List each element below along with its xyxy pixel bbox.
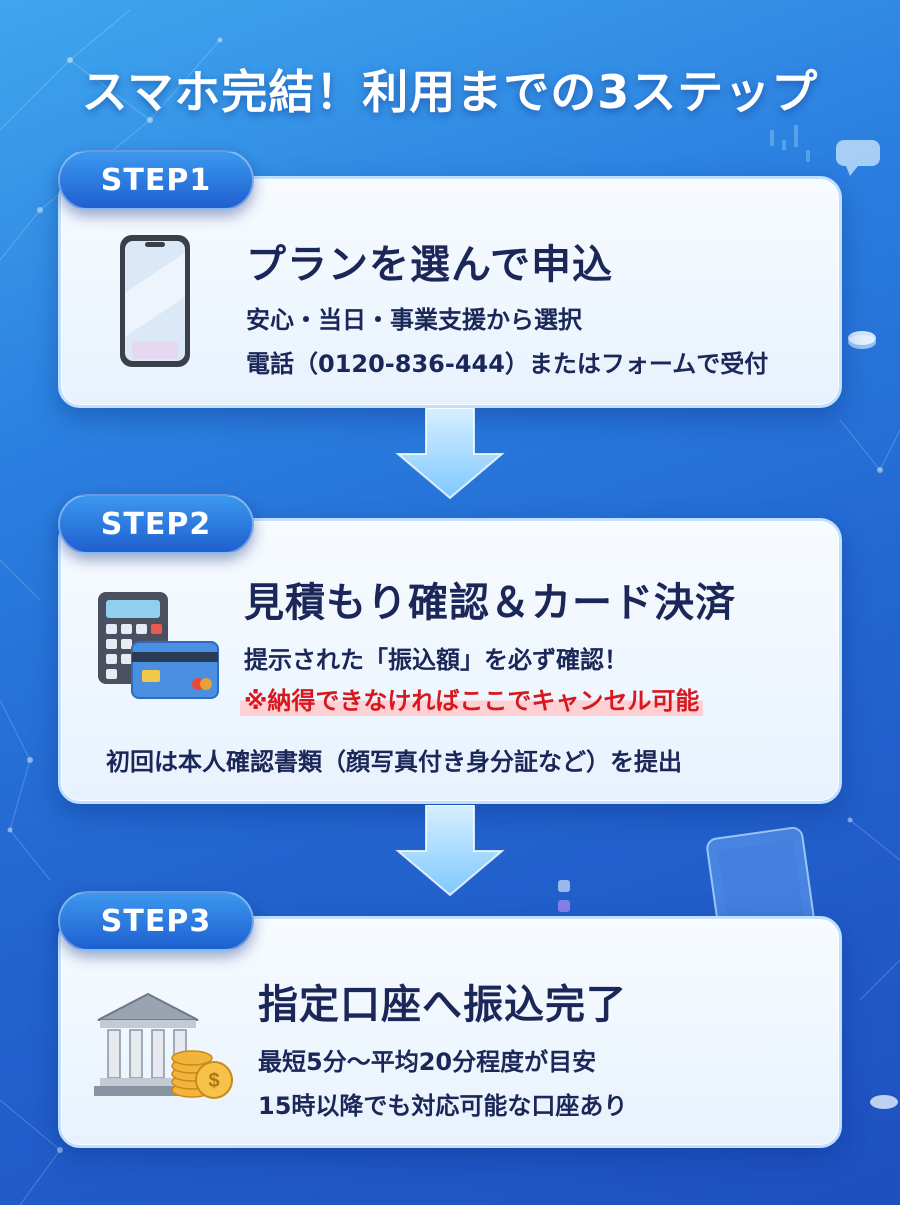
step3-heading: 指定口座へ振込完了	[258, 982, 627, 1028]
step3-card	[58, 916, 842, 1148]
page-title: スマホ完結！利用までの3ステップ	[81, 65, 819, 119]
step1-line-1: 安心・当日・事業支援から選択	[246, 306, 582, 334]
down-arrow-icon	[395, 805, 505, 897]
step2-heading: 見積もり確認＆カード決済	[244, 580, 736, 626]
step2-id-note: 初回は本人確認書類（顔写真付き身分証など）を提出	[106, 748, 682, 776]
step2-badge: STEP2	[58, 494, 254, 554]
step3-line-2: 15時以降でも対応可能な口座あり	[258, 1092, 628, 1120]
calculator-and-credit-card-icon	[98, 592, 219, 699]
step1-line-2: 電話（0120-836-444）またはフォームで受付	[246, 350, 769, 378]
step3-line-1: 最短5分〜平均20分程度が目安	[258, 1048, 597, 1076]
smartphone-icon	[120, 235, 190, 367]
step2-cancel-warning: ※納得できなければここでキャンセル可能	[240, 681, 704, 716]
step1-badge: STEP1	[58, 150, 254, 210]
step1-heading: プランを選んで申込	[246, 242, 613, 288]
step2-line-1: 提示された「振込額」を必ず確認！	[244, 646, 628, 674]
step3-badge: STEP3	[58, 891, 254, 951]
bank-with-coins-icon: $	[94, 992, 233, 1099]
svg-text:$: $	[208, 1070, 219, 1092]
down-arrow-icon	[395, 408, 505, 500]
